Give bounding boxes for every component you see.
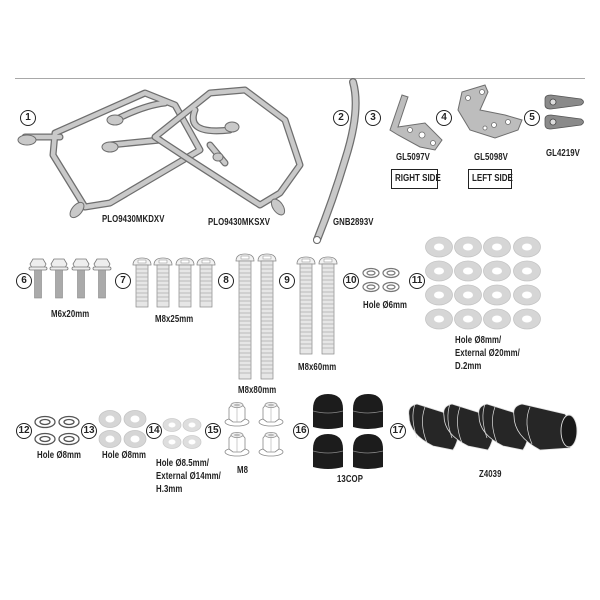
right-side-badge: RIGHT SIDE: [391, 169, 441, 189]
part-code-gl4219v: GL4219V: [546, 148, 580, 159]
part-code-13cop: 13COP: [337, 474, 363, 485]
part-number-1: 1: [20, 110, 36, 126]
spring-washers-8mm-illustration: [34, 415, 80, 446]
part-spec-flat-hole-8mm: Hole Ø8mm: [102, 450, 147, 461]
hex-bolts-m6-illustration: [28, 258, 112, 299]
part-number-2: 2: [333, 110, 349, 126]
part-size-m6x20: M6x20mm: [51, 309, 90, 320]
part-size-m8x80: M8x80mm: [238, 385, 277, 396]
part-number-3: 3: [365, 110, 381, 126]
part-code-plo9430mkdxv: PLO9430MKDXV: [102, 214, 165, 225]
part-number-13: 13: [81, 423, 97, 439]
button-bolts-m8x60-illustration: [296, 256, 338, 355]
part-spec-washer-14mm: Hole Ø8.5mm/ External Ø14mm/ H.3mm: [156, 458, 221, 495]
flat-washers-20mm-illustration: [425, 236, 541, 330]
part-number-12: 12: [16, 423, 32, 439]
top-divider-line: [15, 78, 585, 79]
part-size-m8x60: M8x60mm: [298, 362, 337, 373]
part-code-gnb2893v: GNB2893V: [333, 217, 374, 228]
button-bolts-m8x25-illustration: [132, 257, 216, 308]
flange-nuts-m8-illustration: [224, 402, 284, 457]
left-side-label: LEFT SIDE: [472, 173, 513, 184]
part-code-plo9430mksxv: PLO9430MKSXV: [208, 217, 271, 228]
part-number-15: 15: [205, 423, 221, 439]
part-number-9: 9: [279, 273, 295, 289]
part-number-14: 14: [146, 423, 162, 439]
part-spec-spring-hole-8mm: Hole Ø8mm: [37, 450, 82, 461]
support-bar-illustration: [313, 78, 360, 244]
part-number-16: 16: [293, 423, 309, 439]
part-size-m8: M8: [237, 465, 248, 476]
right-bracket-illustration: [389, 94, 443, 151]
flat-washers-8mm-illustration: [98, 410, 147, 448]
part-number-10: 10: [343, 273, 359, 289]
part-code-gl5097v: GL5097V: [396, 152, 430, 163]
spring-washers-6mm-illustration: [362, 267, 400, 293]
part-number-17: 17: [390, 423, 406, 439]
part-spec-washer-20mm: Hole Ø8mm/ External Ø20mm/ D.2mm: [455, 335, 520, 372]
part-code-z4039: Z4039: [479, 469, 502, 480]
side-rack-left-illustration: [17, 89, 204, 219]
left-bracket-illustration: [457, 84, 523, 139]
part-number-6: 6: [16, 273, 32, 289]
right-side-label: RIGHT SIDE: [395, 173, 441, 184]
button-bolts-m8x80-illustration: [235, 253, 277, 380]
washers-14mm-illustration: [162, 418, 202, 449]
part-code-gl5098v: GL5098V: [474, 152, 508, 163]
side-rack-right-illustration: [151, 86, 304, 216]
spacer-plates-illustration: [544, 94, 584, 130]
left-side-badge: LEFT SIDE: [468, 169, 513, 189]
part-number-5: 5: [524, 110, 540, 126]
part-number-4: 4: [436, 110, 452, 126]
part-number-11: 11: [409, 273, 425, 289]
part-spec-hole-6mm: Hole Ø6mm: [363, 300, 408, 311]
part-number-8: 8: [218, 273, 234, 289]
part-size-m8x25: M8x25mm: [155, 314, 194, 325]
cap-covers-13cop-illustration: [312, 393, 384, 470]
spacer-sleeves-z4039-illustration: [408, 403, 578, 451]
part-number-7: 7: [115, 273, 131, 289]
